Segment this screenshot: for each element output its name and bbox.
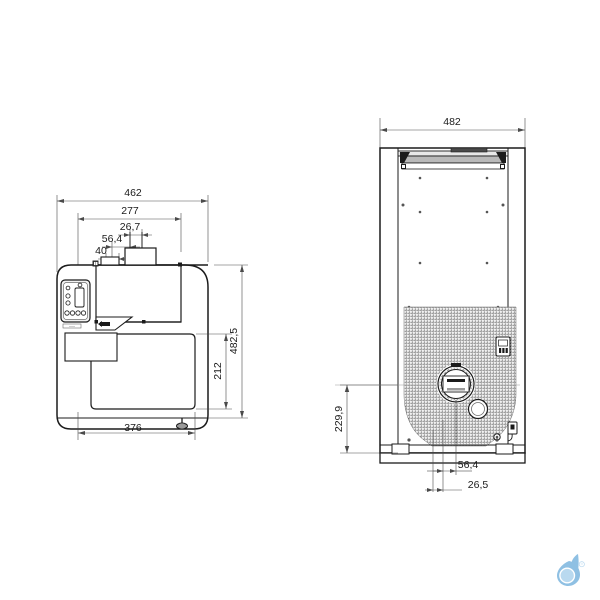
cable-gland (507, 421, 518, 442)
indicator-light-2 (77, 282, 83, 288)
dim-label-56-4-right: 56,4 (458, 459, 479, 471)
button-2[interactable] (69, 310, 76, 316)
dim-center-offset (427, 469, 472, 473)
indicator-light-1 (65, 285, 71, 291)
dim-panel-height (340, 384, 398, 454)
button-3[interactable] (75, 310, 81, 316)
dim-pipe-offset (425, 488, 462, 492)
right-view-group: 482 (333, 116, 526, 492)
dim-label-462: 462 (124, 187, 142, 199)
dim-overall-width (379, 118, 526, 152)
dim-inner-depth (77, 213, 182, 266)
dim-label-26-5: 26,5 (468, 479, 489, 491)
dim-label-26-7: 26,7 (120, 221, 141, 233)
corner-marker-3 (142, 320, 146, 324)
logo-inner-circle (560, 568, 574, 583)
logo-trademark-text: ® (581, 562, 584, 566)
corner-marker-1 (178, 262, 182, 267)
top-connectors (92, 232, 157, 267)
left-view-group: 462 277 26,7 56,4 (56, 187, 248, 440)
dim-overall-depth (56, 195, 209, 272)
dim-base-depth (77, 412, 196, 440)
side-access-plate (64, 332, 118, 362)
button-4[interactable] (80, 310, 87, 316)
burner-nozzle-icon (100, 322, 110, 326)
dim-label-376: 376 (124, 422, 142, 434)
brand-plate-mark: ~~~ (69, 325, 75, 329)
dim-label-40: 40 (95, 245, 107, 257)
corner-marker-2 (94, 320, 98, 324)
terminal-block (495, 336, 511, 357)
display-screen (74, 287, 85, 308)
base-plinth (379, 438, 526, 464)
dim-label-482: 482 (443, 116, 461, 128)
drain-screw-core (495, 435, 499, 439)
dim-label-277: 277 (121, 205, 139, 217)
top-manifold (397, 147, 509, 170)
dim-overall-height (208, 264, 248, 419)
flow-arrow-icon (98, 321, 102, 327)
dim-label-229-9: 229,9 (333, 406, 345, 432)
brand-logo: ® (557, 554, 585, 586)
dim-tank-height (196, 333, 232, 410)
control-panel[interactable] (60, 279, 91, 323)
bottom-extension-lines (432, 400, 457, 492)
brand-plate (62, 323, 82, 329)
knob-1[interactable] (65, 293, 71, 299)
logo-trademark-icon (578, 561, 585, 568)
burner-flange (436, 363, 476, 404)
adjustable-foot (176, 418, 188, 430)
condensate-port (467, 398, 489, 420)
button-1[interactable] (64, 310, 70, 316)
knob-2[interactable] (65, 300, 71, 306)
dim-label-482-5: 482,5 (228, 328, 240, 354)
dim-label-56-4-left: 56,4 (102, 233, 123, 245)
dim-label-212: 212 (212, 362, 224, 380)
